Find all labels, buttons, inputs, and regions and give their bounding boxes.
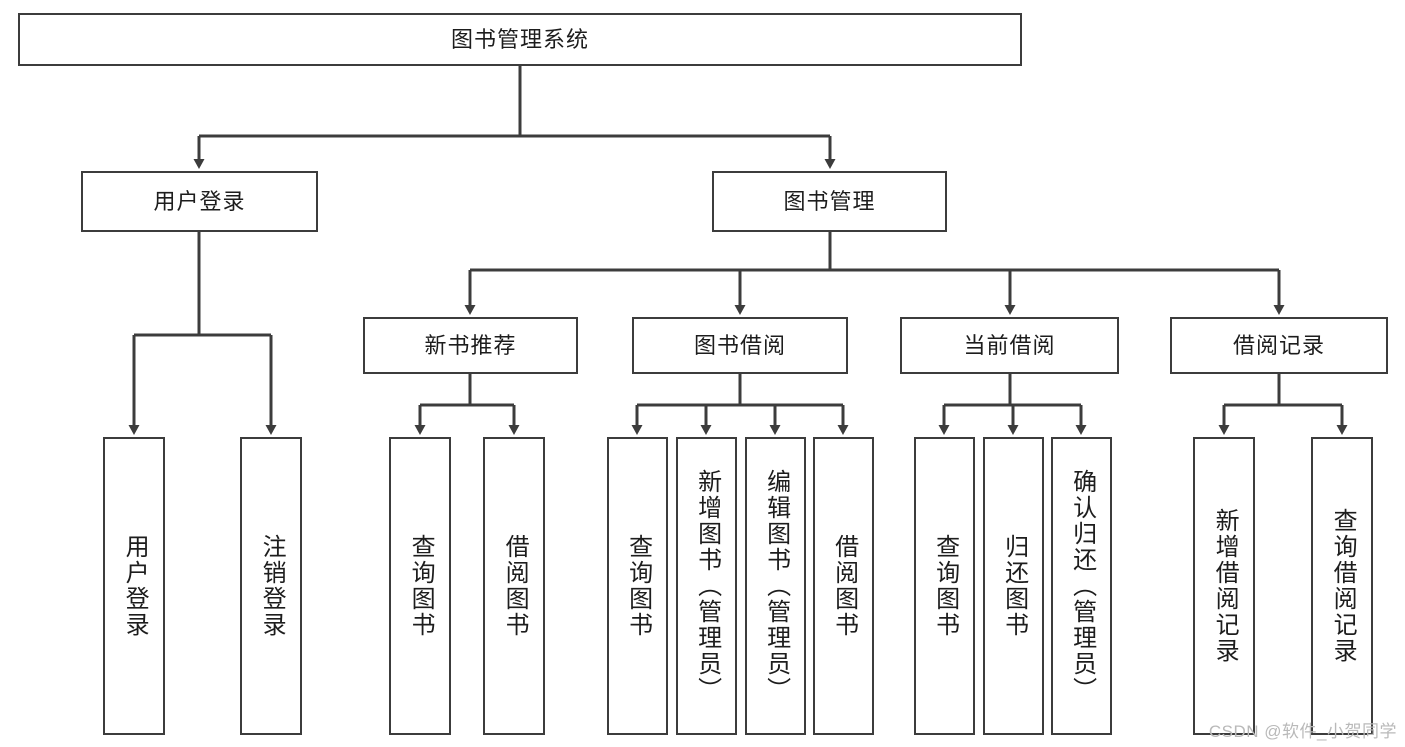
node-leaf-edit-book-admin[interactable]: 编辑图书（管理员） <box>745 437 806 735</box>
node-book-borrow[interactable]: 图书借阅 <box>632 317 848 374</box>
node-label: 编辑图书（管理员） <box>762 469 790 703</box>
node-label: 当前借阅 <box>963 332 1056 358</box>
node-label: 借阅记录 <box>1232 332 1325 358</box>
node-label: 用户登录 <box>121 534 149 638</box>
node-label: 用户登录 <box>153 188 246 214</box>
node-book-management[interactable]: 图书管理 <box>712 171 947 232</box>
node-leaf-query-book-borrow[interactable]: 查询图书 <box>607 437 668 735</box>
node-label: 新增图书（管理员） <box>693 469 721 703</box>
node-leaf-return-book[interactable]: 归还图书 <box>983 437 1044 735</box>
node-leaf-borrow-book[interactable]: 借阅图书 <box>813 437 874 735</box>
node-borrow-record[interactable]: 借阅记录 <box>1170 317 1388 374</box>
node-leaf-add-book-admin[interactable]: 新增图书（管理员） <box>676 437 737 735</box>
node-label: 查询图书 <box>624 534 652 638</box>
node-root-book-management-system[interactable]: 图书管理系统 <box>18 13 1022 66</box>
node-label: 图书管理系统 <box>450 26 589 52</box>
node-label: 查询图书 <box>407 534 435 638</box>
node-leaf-query-borrow-record[interactable]: 查询借阅记录 <box>1311 437 1373 735</box>
node-leaf-logout[interactable]: 注销登录 <box>240 437 302 735</box>
node-label: 借阅图书 <box>830 534 858 638</box>
node-leaf-query-book-current[interactable]: 查询图书 <box>914 437 975 735</box>
node-label: 新书推荐 <box>424 332 517 358</box>
node-leaf-user-login[interactable]: 用户登录 <box>103 437 165 735</box>
node-leaf-add-borrow-record[interactable]: 新增借阅记录 <box>1193 437 1255 735</box>
node-label: 查询图书 <box>931 534 959 638</box>
node-leaf-confirm-return-admin[interactable]: 确认归还（管理员） <box>1051 437 1112 735</box>
node-label: 图书借阅 <box>693 332 786 358</box>
node-user-login[interactable]: 用户登录 <box>81 171 318 232</box>
node-label: 查询借阅记录 <box>1329 508 1357 664</box>
node-current-borrow[interactable]: 当前借阅 <box>900 317 1119 374</box>
node-label: 确认归还（管理员） <box>1068 469 1096 703</box>
node-label: 新增借阅记录 <box>1211 508 1239 664</box>
node-label: 图书管理 <box>783 188 876 214</box>
node-leaf-query-book-recommend[interactable]: 查询图书 <box>389 437 451 735</box>
node-label: 归还图书 <box>1000 534 1028 638</box>
node-leaf-borrow-book-recommend[interactable]: 借阅图书 <box>483 437 545 735</box>
node-label: 注销登录 <box>258 534 286 638</box>
csdn-watermark: CSDN @软件_小贺同学 <box>1208 722 1397 741</box>
node-label: 借阅图书 <box>501 534 529 638</box>
node-new-book-recommend[interactable]: 新书推荐 <box>363 317 578 374</box>
